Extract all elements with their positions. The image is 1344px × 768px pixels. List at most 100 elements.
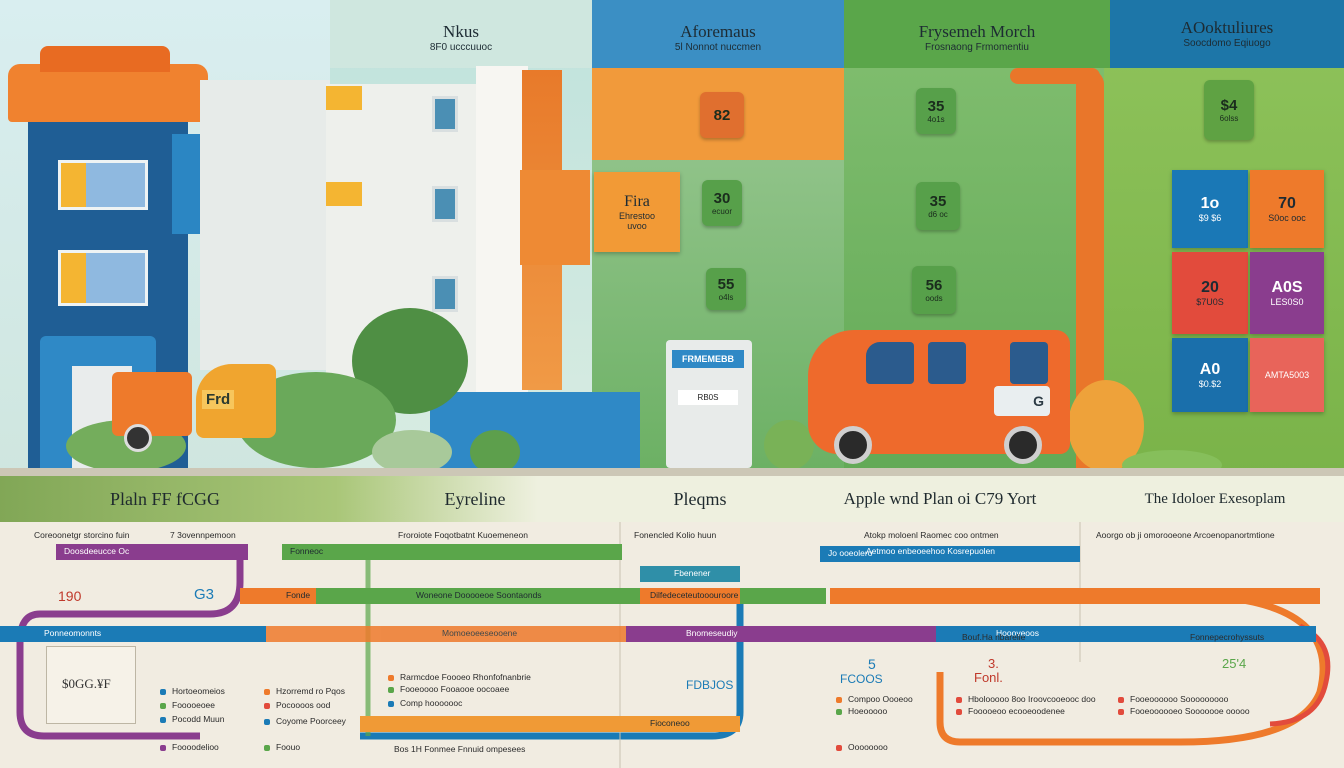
tag-sub: oods	[925, 294, 943, 303]
van-window	[866, 342, 914, 384]
panel-title: Fira	[624, 193, 650, 210]
kiosk: FRMEMEBB RB0S	[666, 340, 752, 468]
flow-loop-purple	[16, 552, 244, 740]
value-label: Fonl.	[974, 670, 1003, 685]
flow-band: Bnomeseudiy	[626, 626, 936, 642]
legend-item: Fooooeoo ecooeoodenee	[956, 706, 1065, 716]
legend-item: Comp hooooooc	[387, 698, 463, 708]
note: Fonnepecrohyssuts	[1190, 632, 1265, 642]
note: Aetmoo enbeoeehoo Kosrepuolen	[866, 546, 996, 556]
band-label: Doosdeeucce Oc	[64, 546, 130, 556]
tile-value: 20	[1201, 279, 1219, 296]
orange-strip	[520, 170, 590, 265]
note: Bouf.Ha nbarelie	[962, 632, 1026, 642]
tile-value: A0	[1199, 361, 1221, 378]
stage-banner-green	[0, 476, 1344, 522]
scene: Nkus 8F0 ucccuuoc Aforemaus 5l Nonnot nu…	[0, 0, 1344, 478]
note: Aoorgo ob ji omorooeone Arcoenopanortmti…	[1096, 530, 1275, 540]
band-label: Bnomeseudiy	[686, 628, 738, 638]
band-label: Momoeoeeseooene	[442, 628, 518, 638]
kiosk-sign: FRMEMEBB	[672, 350, 744, 368]
building-roof	[8, 64, 208, 122]
building-window	[58, 250, 148, 306]
header-title: AOoktuliures	[1180, 18, 1274, 37]
legend-item: Hoeooooo	[835, 706, 888, 716]
flow-band	[240, 588, 260, 604]
price-tag: 82	[700, 92, 744, 138]
van-logo: G	[994, 386, 1050, 416]
panel-sub: Ehrestoo uvoo	[618, 211, 656, 231]
legend-item: Foooodelioo	[160, 742, 219, 752]
tag-value: 82	[713, 106, 731, 124]
flow-band: Fonde	[256, 588, 316, 604]
building-window	[58, 160, 148, 210]
delivery-van: G	[808, 330, 1072, 464]
wheel	[124, 424, 152, 452]
building-base	[430, 392, 640, 472]
building-block-window	[432, 276, 458, 312]
legend-item: Compoo Oooeoo	[836, 694, 913, 704]
building-mid	[200, 80, 330, 370]
value-label: 25'4	[1222, 656, 1247, 671]
note: Atokp moloenl Raomec coo ontmen	[864, 530, 999, 540]
tile-value: 70	[1278, 195, 1296, 212]
tile-sub: $0.$2	[1198, 379, 1222, 389]
header-col-1: Nkus 8F0 ucccuuoc	[330, 0, 592, 68]
orange-panel: Fira Ehrestoo uvoo	[594, 172, 680, 252]
wheel	[1004, 426, 1042, 464]
building-block-window	[432, 186, 458, 222]
grid-tile: AMTA5003	[1250, 338, 1324, 412]
legend-item: Hzorremd ro Pqos	[264, 686, 345, 696]
header-col-4: AOoktuliures Soocdomo Eqiuogo	[1110, 0, 1344, 68]
note: Froroiote Foqotbatnt Kuoemeneon	[398, 530, 528, 540]
tag-value: 35	[929, 193, 947, 210]
grid-tile: 20$7U0S	[1172, 252, 1248, 334]
tag-value: 30	[713, 190, 731, 207]
kiosk-sub: RB0S	[678, 390, 738, 405]
legend-item: Foouo	[263, 742, 301, 752]
legend-item: Fooooeoee	[159, 700, 216, 710]
tile-value: 1o	[1200, 195, 1220, 212]
value-label: FCOOS	[840, 672, 883, 686]
header-col-2: Aforemaus 5l Nonnot nuccmen	[592, 0, 844, 68]
bush	[372, 430, 452, 474]
flow-band	[830, 588, 1320, 604]
stage-label-3: Pleqms	[673, 488, 727, 509]
tile-sub: LES0S0	[1270, 297, 1304, 307]
header-subtitle: 5l Nonnot nuccmen	[674, 42, 762, 53]
tile-sub: AMTA5003	[1264, 370, 1310, 380]
flow-band: Jo ooeolero	[820, 546, 1080, 562]
grid-tile: 1o$9 $6	[1172, 170, 1248, 248]
header-col-3: Frysemeh Morch Frosnaong Frmomentiu	[844, 0, 1110, 68]
tag-sub: d6 oc	[928, 210, 948, 219]
tag-value: 56	[925, 277, 943, 294]
tile-sub: $9 $6	[1198, 213, 1222, 223]
grid-tile: A0$0.$2	[1172, 338, 1248, 412]
tag-sub: 6olss	[1219, 114, 1239, 123]
band-label: Fioconeoo	[650, 718, 690, 728]
building-block-window	[432, 96, 458, 132]
value-label: G3	[194, 586, 215, 603]
tag-value: 35	[927, 98, 945, 115]
bush	[470, 430, 520, 474]
legend-item: Coyome Poorceey	[264, 716, 346, 726]
band-label: Ponneomonnts	[44, 628, 102, 638]
header-title: Nkus	[443, 22, 479, 41]
info-card	[46, 646, 136, 724]
flow-band: Momoeoeeseooene	[266, 626, 626, 642]
legend-item: Fooeoooooo Sooooooooo	[1117, 694, 1229, 704]
note: 7 3ovennpemoon	[170, 530, 236, 540]
truck-cargo: Frd	[196, 364, 276, 438]
header-subtitle: Soocdomo Eqiuogo	[1183, 38, 1271, 49]
stage-label-5: The Idoloer Exesoplam	[1144, 490, 1286, 507]
flow-band: Dilfedeceteutooouroore	[640, 588, 740, 604]
flow-loop-blue	[360, 588, 744, 740]
legend-item: Fooeoooo Fooaooe oocoaee	[387, 684, 510, 694]
tag-value: 55	[717, 276, 735, 293]
